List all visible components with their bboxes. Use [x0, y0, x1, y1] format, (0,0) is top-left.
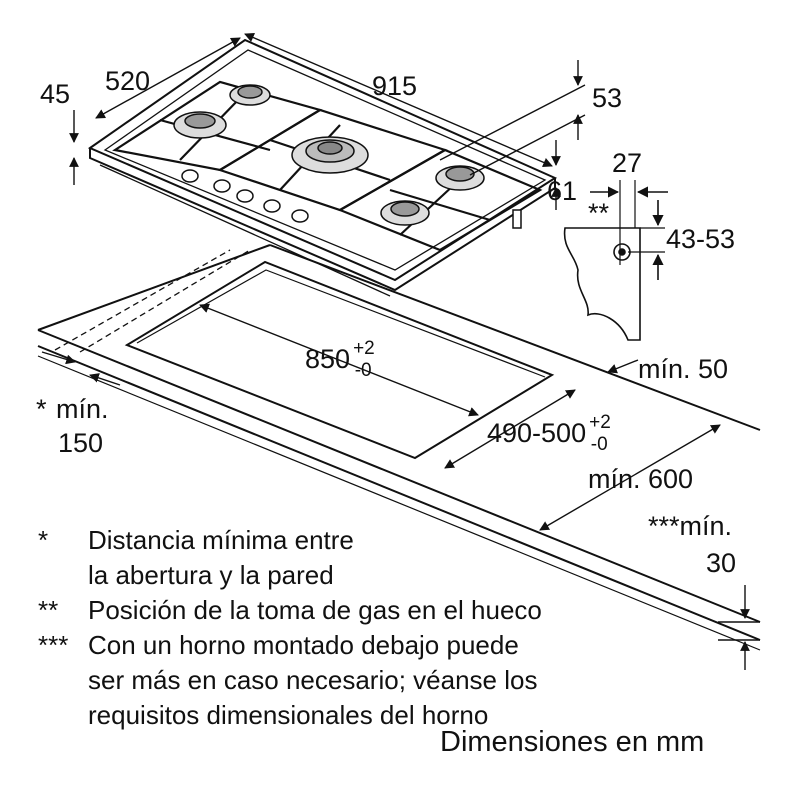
- label-520: 520: [105, 66, 150, 96]
- label-min-50: mín. 50: [638, 354, 728, 384]
- label-min-600: mín. 600: [588, 464, 693, 494]
- burner-front-left: [173, 111, 227, 139]
- burner-rear-left: [229, 84, 271, 106]
- label-min-150-label: mín.: [56, 394, 109, 424]
- note-3-line-2: ser más en caso necesario; véanse los: [88, 665, 538, 695]
- label-61: 61: [547, 176, 577, 206]
- label-27: 27: [612, 148, 642, 178]
- label-850: 850+2-0: [305, 338, 375, 381]
- dimension-lines: [41, 32, 760, 670]
- note-3-line-1: Con un horno montado debajo puede: [88, 630, 519, 660]
- burner-center-wok: [291, 136, 369, 174]
- gas-connection-detail: [563, 180, 668, 341]
- note-1-line-2: la abertura y la pared: [88, 560, 334, 590]
- label-gas-marker: **: [588, 198, 610, 228]
- label-45: 45: [40, 79, 70, 109]
- label-490-500: 490-500+2-0: [487, 412, 611, 455]
- note-2-line-1: Posición de la toma de gas en el hueco: [88, 595, 542, 625]
- projection-lines: [54, 249, 251, 353]
- label-915: 915: [372, 71, 417, 101]
- note-2-mark: **: [38, 595, 59, 625]
- label-min-30-value: 30: [706, 548, 736, 578]
- cooktop: [87, 38, 558, 297]
- note-1-mark: *: [38, 525, 49, 555]
- units-note: Dimensiones en mm: [440, 726, 705, 758]
- countertop: [37, 244, 761, 651]
- note-3-mark: ***: [38, 630, 69, 660]
- note-1-line-1: Distancia mínima entre: [88, 525, 354, 555]
- note-3-line-3: requisitos dimensionales del horno: [88, 700, 489, 730]
- burner-front-right: [380, 200, 430, 226]
- label-min-30-label: ***mín.: [648, 511, 732, 541]
- label-min-150-star: *: [36, 394, 47, 424]
- label-53: 53: [592, 83, 622, 113]
- label-min-150-value: 150: [58, 428, 103, 458]
- knobs: [181, 169, 309, 223]
- label-43-53: 43-53: [666, 224, 735, 254]
- burner-rear-right: [435, 165, 485, 191]
